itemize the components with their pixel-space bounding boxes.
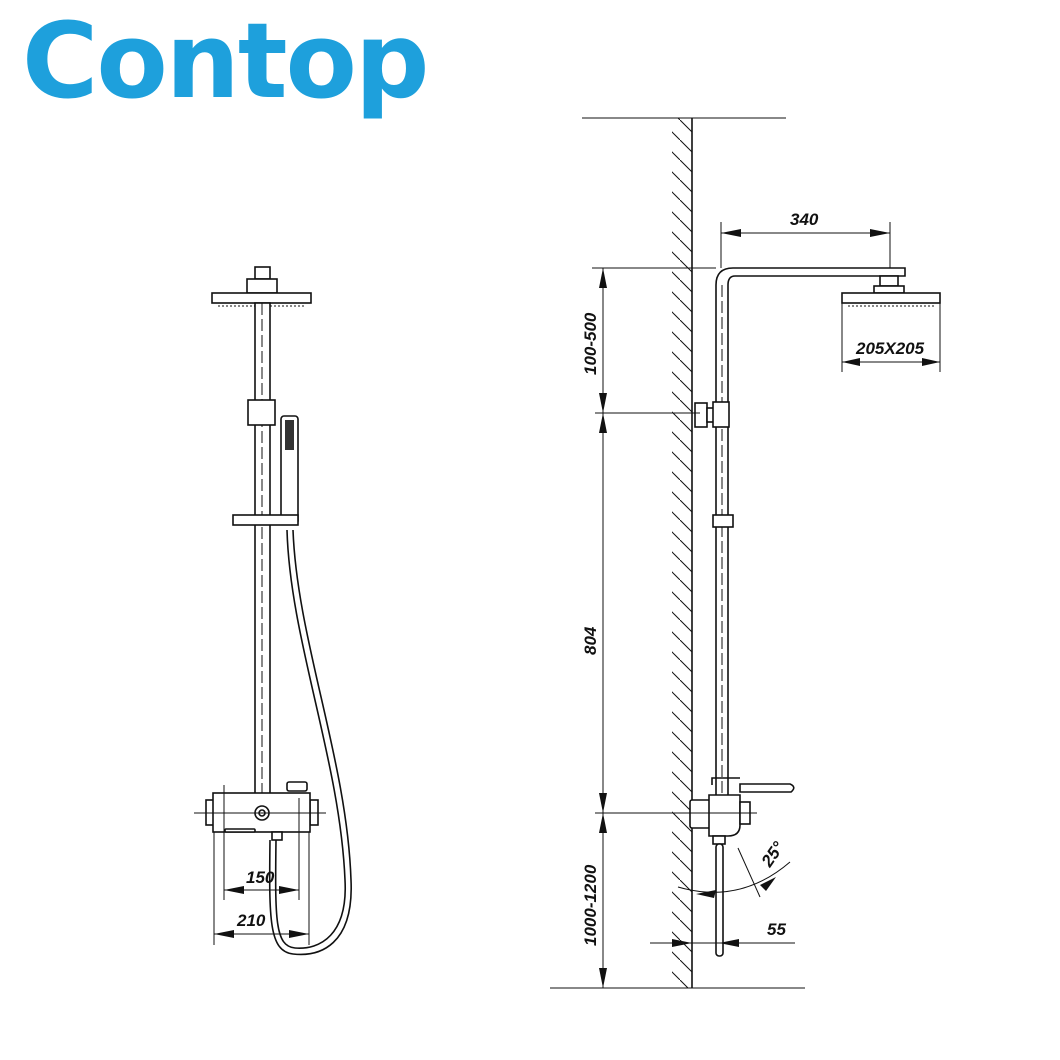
- dim-arrowhead: [672, 939, 692, 947]
- side-view: 340 205X205 100-500 804 1000-1200 25°: [550, 117, 941, 989]
- shower-hose-outer: [268, 529, 352, 956]
- dim-arrowhead: [224, 886, 244, 894]
- side-valve-body: [708, 794, 741, 837]
- dim-arrowhead: [721, 229, 741, 237]
- shower-hose: [274, 529, 346, 949]
- wall-bracket: [694, 402, 708, 428]
- dim-arrowhead: [279, 886, 299, 894]
- dim-arrowhead: [922, 358, 940, 366]
- dim-arrowhead: [599, 813, 607, 833]
- rain-shower-head: [211, 292, 312, 304]
- angle-arc: [677, 861, 791, 893]
- dim-arrowhead: [842, 358, 860, 366]
- dim-arrowhead: [599, 793, 607, 813]
- dim-340: 340: [790, 210, 819, 229]
- side-rain-head: [841, 292, 941, 304]
- side-valve-lever: [739, 783, 795, 793]
- dim-arrowhead: [719, 939, 739, 947]
- wall-bracket-clamp: [712, 401, 730, 428]
- hand-shower-spray-face: [285, 420, 294, 450]
- dim-arrowhead: [870, 229, 890, 237]
- front-view: 150 210: [194, 266, 352, 956]
- dim-210: 210: [236, 911, 266, 930]
- head-connector: [254, 266, 271, 280]
- head-connector-base: [246, 278, 278, 294]
- dim-arrowhead: [696, 890, 716, 898]
- side-outlet-nut: [712, 835, 726, 845]
- dim-804: 804: [581, 626, 600, 655]
- rod-bracket: [247, 399, 276, 426]
- dim-150: 150: [246, 868, 275, 887]
- dim-100-500: 100-500: [581, 312, 600, 375]
- side-valve-top: [711, 777, 740, 785]
- wall-flange: [689, 799, 711, 829]
- outlet-nut: [271, 831, 283, 841]
- side-shower-arm: [715, 267, 906, 811]
- dim-arrowhead: [289, 930, 309, 938]
- dim-55: 55: [767, 920, 786, 939]
- dim-arrowhead: [599, 968, 607, 988]
- dim-205x205: 205X205: [855, 339, 925, 358]
- dim-arrowhead: [599, 393, 607, 413]
- dim-arrowhead: [214, 930, 234, 938]
- dim-1000-1200: 1000-1200: [581, 864, 600, 946]
- angle-reference-line: [737, 847, 761, 898]
- side-head-connector: [879, 275, 899, 287]
- dim-25-degrees: 25°: [757, 838, 788, 871]
- dim-arrowhead: [599, 268, 607, 288]
- side-head-connector-base: [873, 285, 905, 294]
- contop-logo: Contop: [22, 0, 429, 122]
- valve-knob: [286, 781, 308, 792]
- dim-arrowhead: [599, 413, 607, 433]
- side-outlet-pipe: [715, 843, 724, 957]
- dim-arrowhead: [760, 877, 776, 891]
- slide-holder: [232, 514, 299, 526]
- valve-slot: [224, 828, 256, 833]
- wall-hatching: [672, 118, 692, 988]
- side-slide-holder: [712, 514, 734, 528]
